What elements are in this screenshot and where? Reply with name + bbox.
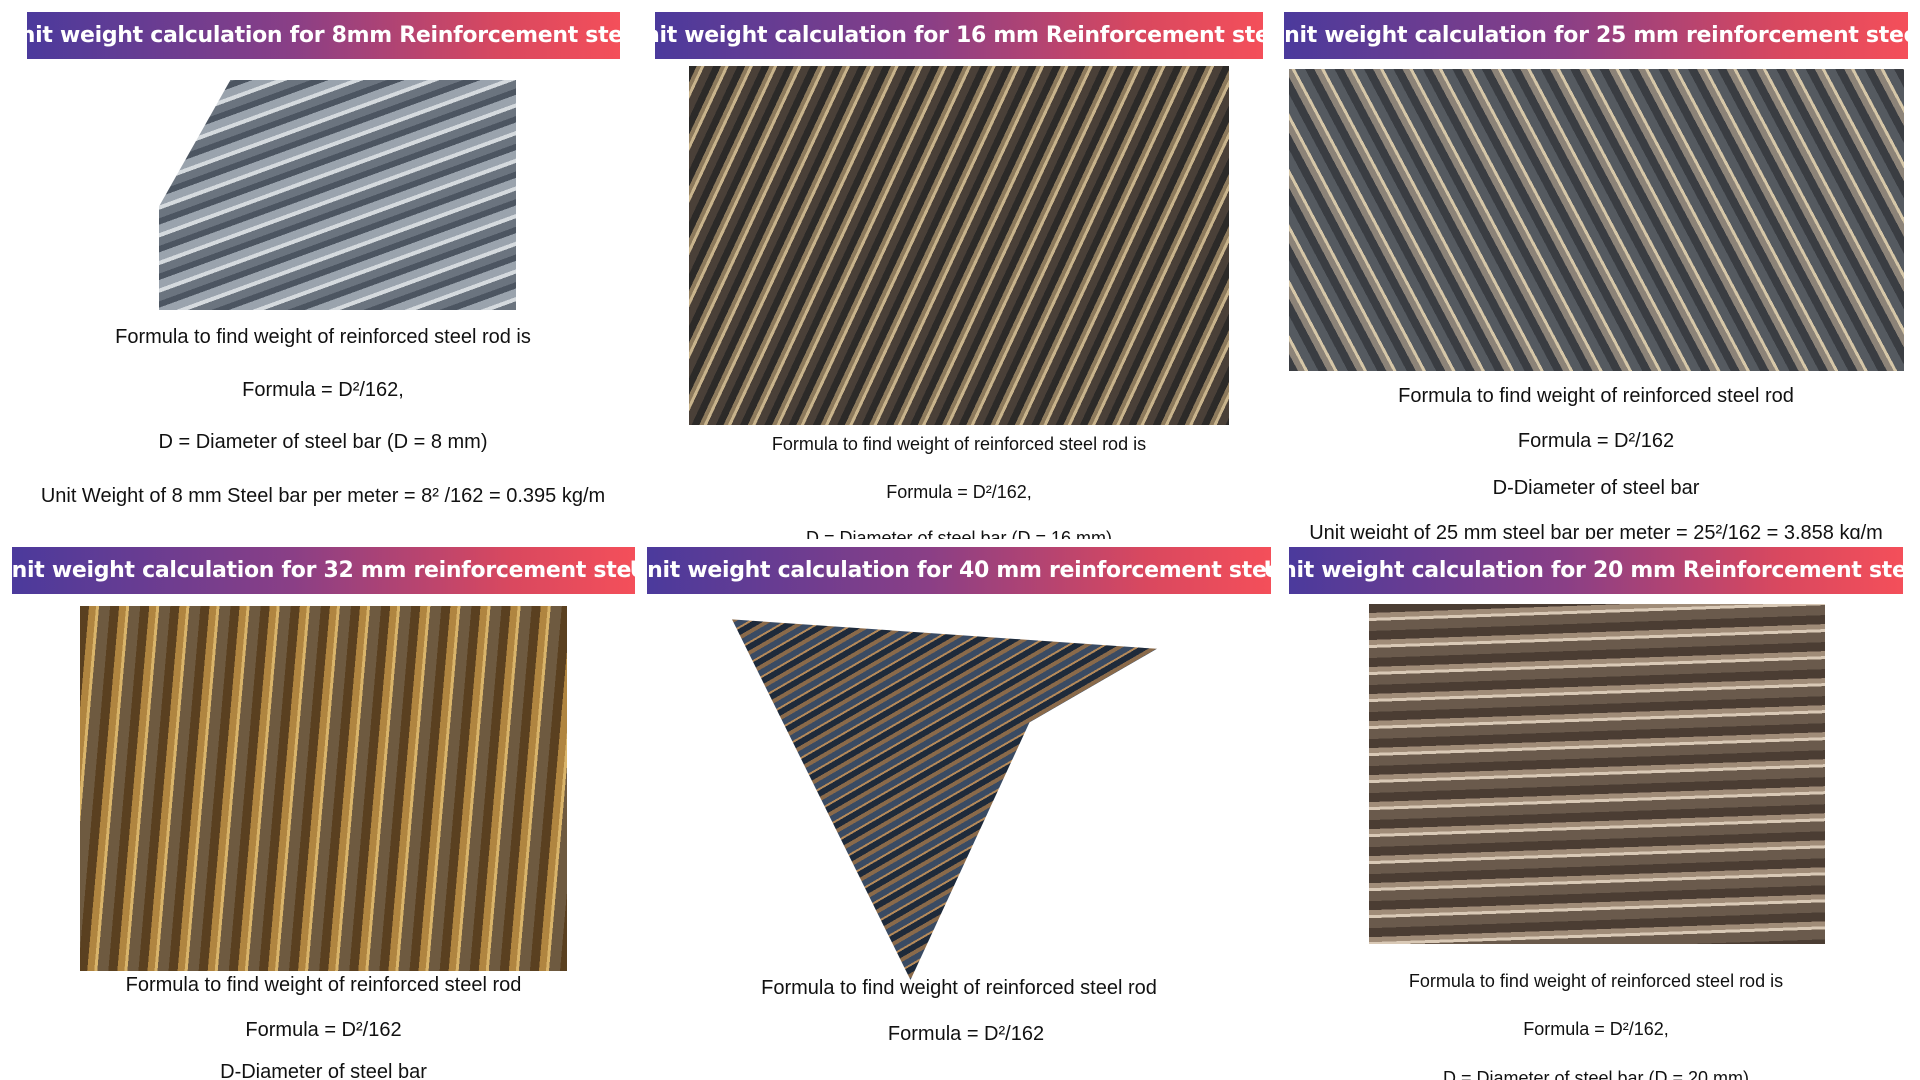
rebar-8mm-image bbox=[159, 80, 516, 310]
formula-intro: Formula to find weight of reinforced ste… bbox=[115, 326, 531, 348]
diameter-definition: D-Diameter of steel bar bbox=[1492, 477, 1700, 499]
unit-weight-result: Unit Weight of 8 mm Steel bar per meter … bbox=[40, 485, 606, 507]
diameter-definition: D = Diameter of steel bar (D = 16 mm) bbox=[805, 528, 1113, 539]
panel-20mm-title: Unit weight calculation for 20 mm Reinfo… bbox=[1264, 547, 1920, 594]
formula-intro: Formula to find weight of reinforced ste… bbox=[761, 977, 1157, 999]
formula: Formula = D²/162 bbox=[1517, 430, 1675, 452]
rebar-40mm-image bbox=[732, 619, 1157, 980]
panel-32mm-text: Formula to find weight of reinforced ste… bbox=[12, 972, 635, 1080]
diameter-definition: D = Diameter of steel bar (D = 20 mm) bbox=[1442, 1068, 1750, 1080]
panel-8mm-title: Unit weight calculation for 8mm Reinforc… bbox=[2, 12, 645, 59]
formula: Formula = D²/162, bbox=[1523, 1019, 1669, 1039]
rebar-16mm-image bbox=[689, 66, 1229, 425]
panel-25mm-title: Unit weight calculation for 25 mm reinfo… bbox=[1267, 12, 1920, 59]
diameter-definition: D-Diameter of steel bar bbox=[220, 1061, 427, 1080]
panel-40mm-text: Formula to find weight of reinforced ste… bbox=[647, 975, 1271, 1080]
formula-intro: Formula to find weight of reinforced ste… bbox=[1408, 971, 1784, 991]
diameter-definition: D = Diameter of steel bar (D = 8 mm) bbox=[158, 431, 488, 453]
unit-weight-result: Unit weight of 25 mm steel bar per meter… bbox=[1309, 522, 1883, 539]
formula-intro: Formula to find weight of reinforced ste… bbox=[1398, 385, 1794, 407]
rebar-25mm-image bbox=[1289, 69, 1904, 371]
panel-20mm-text: Formula to find weight of reinforced ste… bbox=[1289, 968, 1903, 1080]
formula-intro: Formula to find weight of reinforced ste… bbox=[125, 974, 522, 996]
panel-8mm-text: Formula to find weight of reinforced ste… bbox=[0, 320, 646, 539]
formula: Formula = D²/162 bbox=[245, 1019, 402, 1041]
panel-32mm-title: Unit weight calculation for 32 mm reinfo… bbox=[0, 547, 653, 594]
rebar-32mm-image bbox=[80, 606, 567, 971]
panel-40mm-title: Unit weight calculation for 40 mm reinfo… bbox=[630, 547, 1289, 594]
rebar-20mm-image bbox=[1369, 604, 1825, 944]
formula: Formula = D²/162, bbox=[886, 482, 1032, 502]
panel-16mm-text: Formula to find weight of reinforced ste… bbox=[655, 430, 1263, 539]
formula: Formula = D²/162, bbox=[242, 379, 404, 401]
panel-25mm-text: Formula to find weight of reinforced ste… bbox=[1284, 380, 1908, 539]
formula-intro: Formula to find weight of reinforced ste… bbox=[771, 434, 1147, 454]
formula: Formula = D²/162 bbox=[887, 1023, 1045, 1045]
panel-16mm-title: Unit weight calculation for 16 mm Reinfo… bbox=[627, 12, 1292, 59]
